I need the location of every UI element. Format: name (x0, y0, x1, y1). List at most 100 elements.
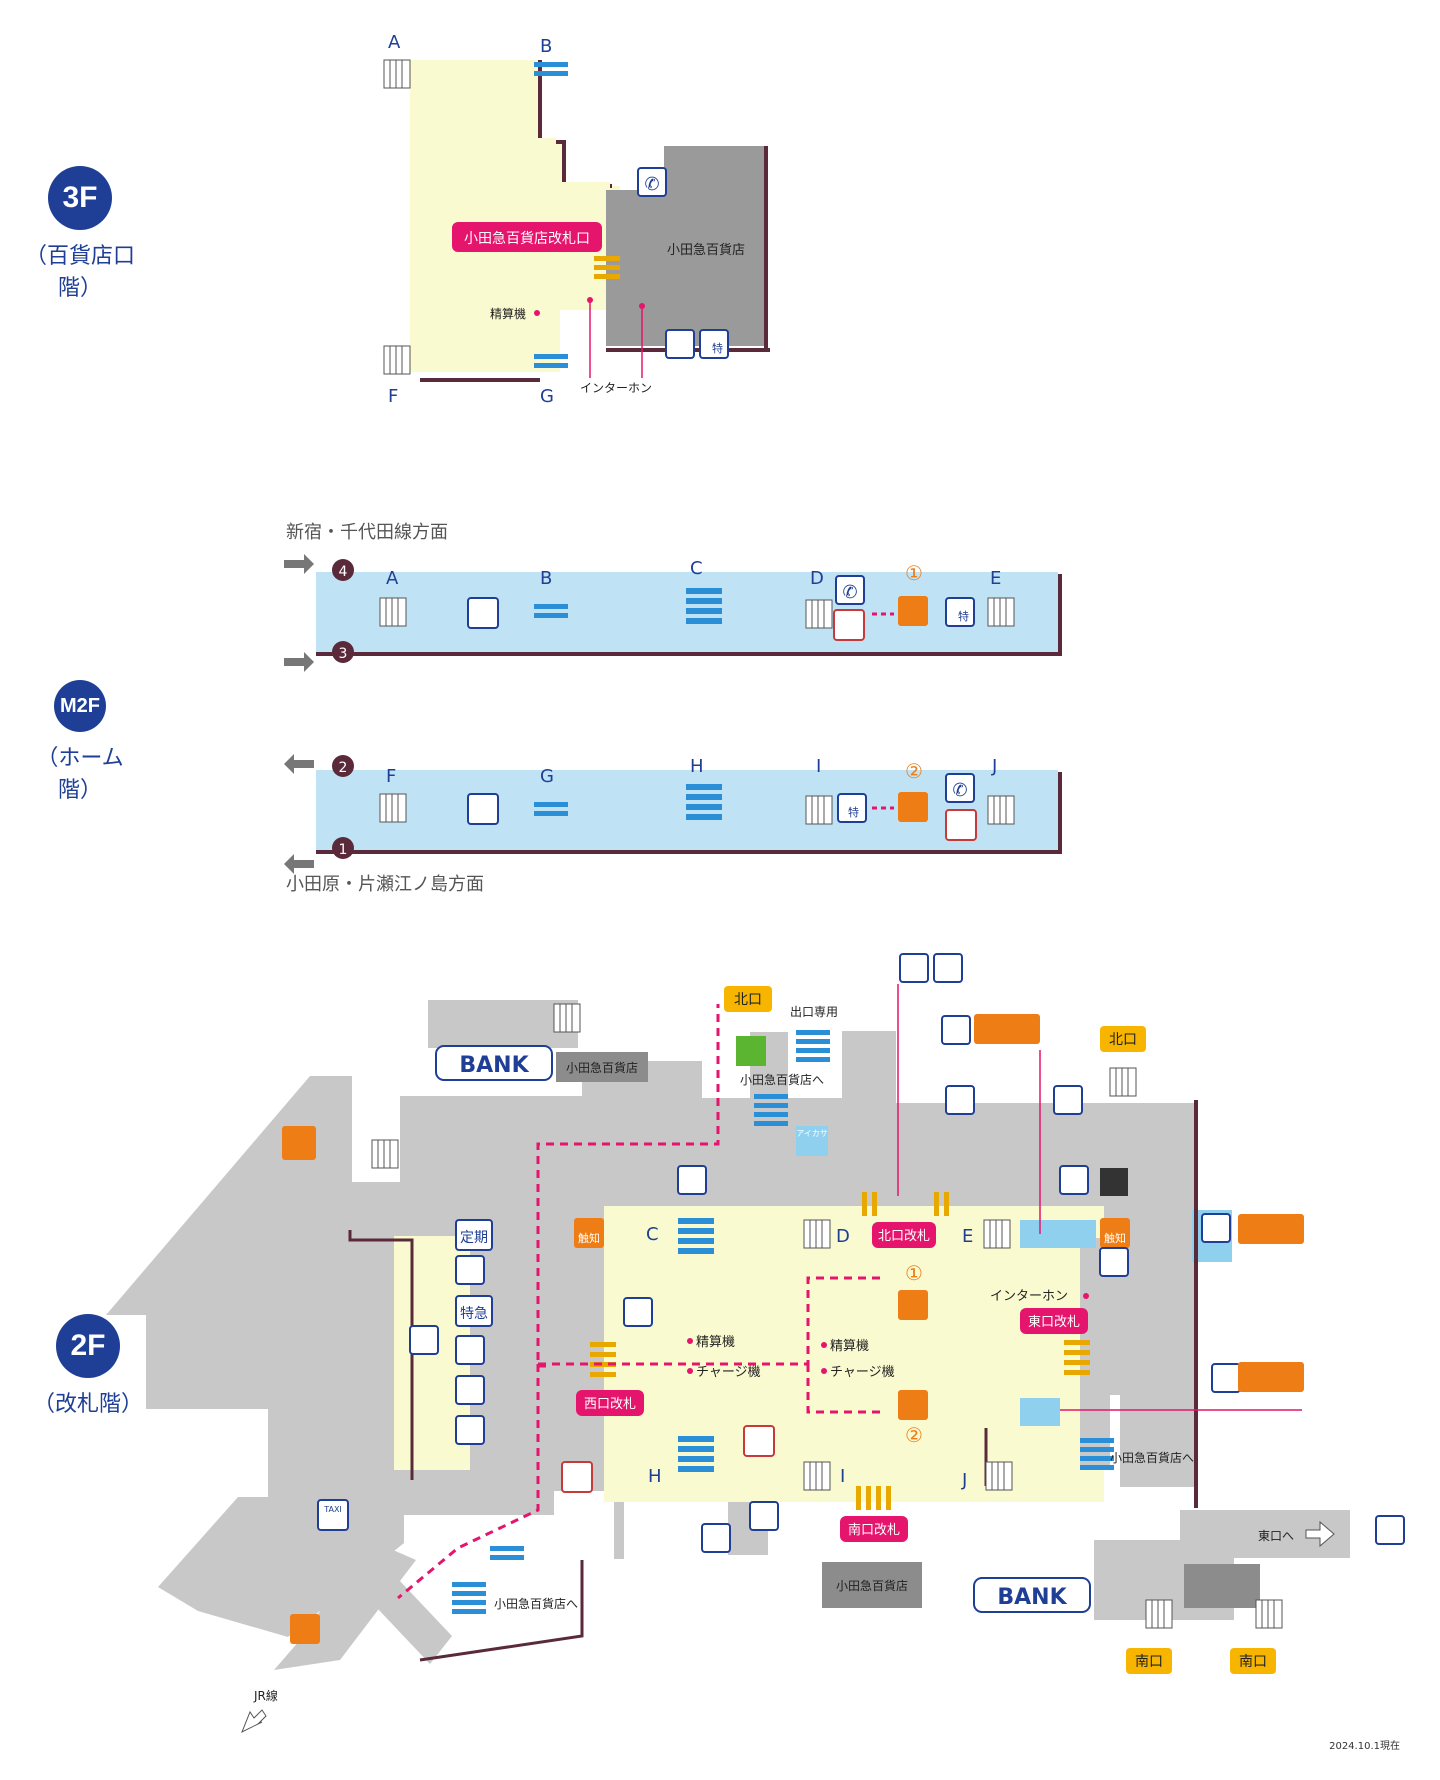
east-gate-label: 東口改札 (1028, 1314, 1080, 1330)
station-staff-icon-3f (665, 329, 695, 359)
locker-icon-east (1059, 1165, 1089, 1195)
north-exit-badge (724, 986, 772, 1012)
express-machine-icon-north (899, 953, 929, 983)
west-gate-badge (576, 1390, 644, 1416)
south-exit-badge-2 (1230, 1648, 1276, 1674)
floor-m2f-label: M2F （ホーム階） (20, 680, 140, 804)
south-exit-label-1: 南口 (1135, 1654, 1163, 1670)
plat-f: F (386, 766, 396, 787)
charge-machine-1: チャージ機 (696, 1365, 761, 1380)
intercom-label-2f: インターホン (990, 1289, 1068, 1304)
letter-2f-e: E (962, 1226, 973, 1247)
multipurpose-restroom-icon (974, 1014, 1040, 1044)
svg-text:触知: 触知 (1104, 1231, 1126, 1245)
svg-text:✆: ✆ (952, 780, 967, 801)
plat-c: C (690, 558, 703, 579)
elevator-2f-2 (898, 1390, 928, 1420)
wheelchair-icon-north (282, 1126, 316, 1160)
stairs-upper-d (805, 599, 833, 629)
stairs-f (383, 345, 411, 375)
to-dept-south: 小田急百貨店へ (494, 1596, 578, 1611)
staff-icon-north (933, 953, 963, 983)
dept-gate-label: 小田急百貨店改札口 (464, 230, 590, 247)
letter-2f-c: C (646, 1224, 659, 1245)
north-gate-label: 北口改札 (878, 1229, 930, 1244)
tactile-map-icon (574, 1218, 604, 1248)
east-gate-badge (1020, 1308, 1088, 1334)
label-g-3f: G (540, 386, 554, 407)
platform-upper: 4 3 A B C D E ✆ ① 特 (284, 554, 1062, 672)
bank-sign-north (435, 1045, 553, 1081)
stairs-south-2 (1255, 1599, 1283, 1629)
stairs-2f-d (803, 1219, 831, 1249)
to-dept-east: 小田急百貨店へ (1110, 1450, 1194, 1465)
elevator-icon-upper (898, 596, 928, 626)
plat-d: D (810, 568, 824, 589)
stairs-lower-j (987, 795, 1015, 825)
elevator-2f-1-number: ① (905, 1261, 923, 1285)
floor-2f-circle: 2F (56, 1314, 120, 1378)
jr-line-label: JR線 (253, 1688, 278, 1703)
label-a-3f: A (388, 32, 401, 53)
stairs-a (383, 59, 411, 89)
south-gate-badge (840, 1516, 908, 1542)
letter-2f-j: J (961, 1470, 967, 1491)
dept-store-north: 小田急百貨店 (566, 1060, 638, 1075)
stairs-lower-f (379, 793, 407, 823)
locker-icon-south (749, 1501, 779, 1531)
commuter-machine-icon (455, 1335, 485, 1365)
svg-text:触知: 触知 (578, 1231, 600, 1245)
floor-3f-map: A B F G 小田急百貨店改札口 小田急百貨店 精算機 インターホン ✆ 特 (383, 32, 770, 407)
track-4: 4 (339, 564, 348, 580)
multipurpose-restroom-icon-east (1238, 1214, 1304, 1244)
elevator-2-number: ② (905, 759, 923, 783)
plat-e: E (990, 568, 1001, 589)
plat-b: B (540, 568, 552, 589)
plat-h: H (690, 756, 704, 777)
shop-icon-2f (561, 1461, 593, 1493)
locker-icon-north (945, 1085, 975, 1115)
north-exit-label-2: 北口 (1109, 1032, 1137, 1048)
nfc-icon (736, 1036, 766, 1066)
svg-text:✆: ✆ (842, 582, 857, 603)
info-icon-center (623, 1297, 653, 1327)
fare-machine-2: 精算機 (830, 1339, 869, 1354)
restroom-icon-upper (467, 597, 499, 629)
staff-icon-west-2 (455, 1415, 485, 1445)
wheelchair-icon-south (290, 1614, 320, 1644)
track-2: 2 (339, 760, 348, 776)
stairs-north-dept (553, 1003, 581, 1033)
stairs-lower-i (805, 795, 833, 825)
svg-text:TAXI: TAXI (323, 1505, 342, 1514)
shop-icon-lower (945, 809, 977, 841)
floor-2f-subtitle: （改札階） (32, 1392, 143, 1417)
floor-3f-circle: 3F (48, 166, 112, 230)
floor-m2f-subtitle: （ホーム階） (36, 746, 124, 803)
floor-2f-map: 小田急百貨店 小田急百貨店 BANK BANK 北口 北口 南口 南口 出口専用… (106, 953, 1405, 1734)
key-station-icon (1100, 1168, 1128, 1196)
dept-store-south: 小田急百貨店 (836, 1578, 908, 1593)
svg-text:特: 特 (712, 341, 723, 355)
label-b-3f: B (540, 36, 552, 57)
south-exit-badge-1 (1126, 1648, 1172, 1674)
svg-text:特急: 特急 (460, 1306, 488, 1322)
plat-j: J (991, 756, 997, 777)
south-exit-label-2: 南口 (1239, 1654, 1267, 1670)
direction-shinjuku: 新宿・千代田線方面 (286, 522, 448, 543)
track-3: 3 (339, 646, 348, 662)
floor-3f-label: 3F （百貨店口階） (10, 166, 150, 302)
plat-a: A (386, 568, 399, 589)
dept-gate-badge (452, 222, 602, 252)
date-stamp: 2024.10.1現在 (1329, 1741, 1400, 1752)
svg-text:特: 特 (848, 805, 859, 819)
police-box-icon (1375, 1515, 1405, 1545)
tactile-map-icon-2 (1100, 1218, 1130, 1248)
restroom-male-icon (1211, 1363, 1241, 1393)
plat-g: G (540, 766, 554, 787)
locker-icon-north-2 (1053, 1085, 1083, 1115)
svg-text:定期: 定期 (460, 1230, 488, 1246)
letter-2f-d: D (836, 1226, 850, 1247)
elevator-2f-2-number: ② (905, 1423, 923, 1447)
bank-label-south: BANK (997, 1585, 1067, 1610)
stairs-south-1 (1145, 1599, 1173, 1629)
